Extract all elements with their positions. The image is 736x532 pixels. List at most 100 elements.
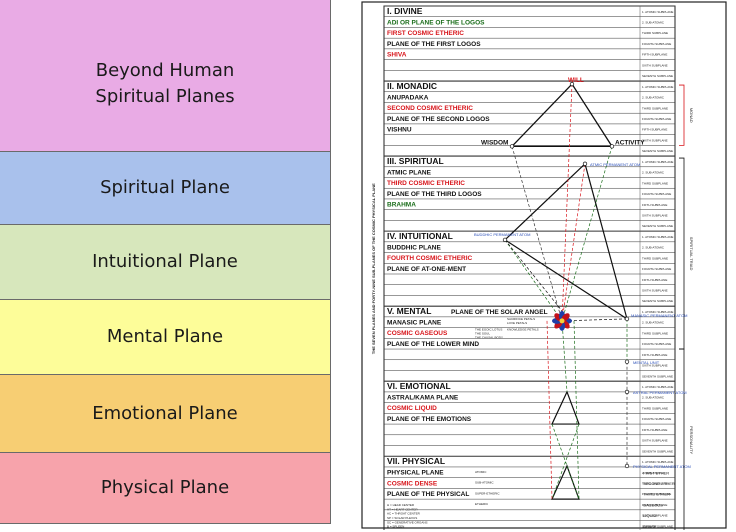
plane-row-label: THIRD COSMIC ETHERIC	[387, 180, 465, 187]
monad-label: MONAD	[689, 108, 694, 123]
band-physical: Physical Plane	[0, 453, 331, 524]
subplane-label: THIRD SUBPLANE	[642, 481, 668, 485]
subplane-label: SIXTH SUBPLANE	[642, 514, 668, 518]
subplane-label: THIRD SUBPLANE	[642, 406, 668, 410]
plane-row-label: SHIVA	[387, 51, 407, 58]
subplane-label: THIRD SUBPLANE	[642, 106, 668, 110]
plane-row-label: ANUPADAKA	[387, 94, 429, 101]
physical-triangle	[551, 464, 580, 500]
section-title: IV. INTUITIONAL	[387, 231, 453, 241]
subplane-label: SEVENTH SUBPLANE	[642, 299, 673, 303]
sub-atomic-label: SUB-ATOMIC	[475, 481, 494, 485]
legend-entry: H = HEAD CENTER	[387, 503, 415, 507]
atmic-atom-label: ATMIC PERMANENT ATOM	[590, 162, 640, 167]
astral-atom-label: ASTRAL PERMANENT ATOM	[633, 390, 687, 395]
subplane-label: THIRD SUBPLANE	[642, 181, 668, 185]
band-mental: Mental Plane	[0, 300, 331, 375]
subplane-label: SEVENTH SUBPLANE	[642, 524, 673, 528]
activity-label: ACTIVITY	[615, 139, 645, 146]
manasic-atom-label: MANASIC PERMANENT ATOM	[631, 313, 687, 318]
connector-line	[511, 146, 563, 321]
plane-row-label: COSMIC GASEOUS	[387, 330, 448, 337]
connector-line	[561, 84, 573, 321]
subplane-label: FOURTH SUBPLANE	[642, 267, 671, 271]
connector-line	[561, 320, 568, 392]
plane-row-label: PHYSICAL PLANE	[387, 470, 444, 477]
legend-entry: HT = HEART CENTER	[387, 507, 418, 511]
subplane-label: FIFTH SUBPLANE	[642, 203, 667, 207]
subplane-label: FIFTH SUBPLANE	[642, 353, 667, 357]
band-label: Beyond Human Spiritual Planes	[95, 59, 235, 107]
connector-line	[546, 320, 553, 500]
plane-row-label: MANASIC PLANE	[387, 319, 442, 326]
atomic-label: ATOMIC	[475, 470, 487, 474]
band-label: Mental Plane	[106, 326, 224, 347]
band-spiritual: Spiritual Plane	[0, 152, 331, 225]
permanent-atom-point	[624, 359, 630, 364]
buddhic-atom-label: BUDDHIC PERMANENT ATOM	[474, 232, 530, 237]
emotional-triangle	[551, 390, 580, 425]
subplane-label: 2. SUB-ATOMIC	[642, 471, 665, 475]
connector-line	[551, 423, 580, 500]
permanent-atom-point	[509, 144, 515, 149]
connector-line	[561, 146, 613, 321]
subplane-label: 2. SUB-ATOMIC	[642, 246, 665, 250]
spiritual-triad-label: SPIRITUAL TRIAD	[689, 237, 694, 271]
plane-row-label: COSMIC DENSE	[387, 480, 438, 487]
subplane-label: SIXTH SUBPLANE	[642, 439, 668, 443]
subplane-label: SEVENTH SUBPLANE	[642, 374, 673, 378]
sacrifice-petals-label: SACRIFICE PETALS	[507, 317, 535, 321]
subplane-label: 1. ATOMIC SUBPLANE	[642, 235, 673, 239]
plane-row-label: COSMIC LIQUID	[387, 405, 437, 412]
knowledge-petals-label: KNOWLEDGE PETALS	[507, 328, 539, 332]
subplane-label: FOURTH SUBPLANE	[642, 117, 671, 121]
subplane-label: SIXTH SUBPLANE	[642, 213, 668, 217]
plane-row-label: PLANE OF THE PHYSICAL	[387, 491, 469, 498]
band-label: Emotional Plane	[92, 402, 238, 424]
plane-bands: Beyond Human Spiritual Planes Spiritual …	[0, 0, 332, 532]
subplane-label: FOURTH SUBPLANE	[642, 417, 671, 421]
legend-entry: SC = GENERATIVE ORGANS	[387, 520, 428, 524]
band-label: Spiritual Plane	[100, 177, 230, 198]
subplane-label: 2. SUB-ATOMIC	[642, 396, 665, 400]
subplane-label: FOURTH SUBPLANE	[642, 492, 671, 496]
subplane-label: FIFTH SUBPLANE	[642, 53, 667, 57]
mental-unit-label: MENTAL UNIT	[633, 360, 660, 365]
subplane-label: SEVENTH SUBPLANE	[642, 74, 673, 78]
subplane-label: THIRD SUBPLANE	[642, 256, 668, 260]
section-title: V. MENTAL	[387, 306, 431, 316]
plane-row-label: BUDDHIC PLANE	[387, 244, 441, 251]
love-petals-label: LOVE PETALS	[507, 321, 527, 325]
permanent-atom-point	[624, 316, 630, 322]
plane-row-label: PLANE OF THE SECOND LOGOS	[387, 116, 490, 123]
personality-label: PERSONALITY	[689, 426, 694, 454]
plane-row-label: PLANE OF THE FIRST LOGOS	[387, 41, 481, 48]
physical-subplane-label: DENSE	[643, 524, 657, 529]
subplane-label: 2. SUB-ATOMIC	[642, 96, 665, 100]
subplane-label: 1. ATOMIC SUBPLANE	[642, 460, 673, 464]
subplane-label: FIFTH SUBPLANE	[642, 428, 667, 432]
causal-body-label: THE CAUSAL BODY	[475, 336, 503, 340]
subplane-label: FIFTH SUBPLANE	[642, 503, 667, 507]
physical-subplane-label: LIQUID	[643, 513, 656, 518]
connector-line	[551, 423, 580, 500]
section-subtitle: PLANE OF THE SOLAR ANGEL	[451, 309, 548, 316]
subplane-label: SEVENTH SUBPLANE	[642, 224, 673, 228]
monadic-triangle	[510, 82, 614, 148]
wisdom-label: WISDOM	[481, 139, 508, 146]
physical-subplane-label: THIRD ETHER	[643, 492, 670, 497]
plane-row-label: VISHNU	[387, 127, 412, 134]
subplane-label: FOURTH SUBPLANE	[642, 42, 671, 46]
plane-row-label: PLANE OF THE THIRD LOGOS	[387, 191, 482, 198]
subplane-label: SEVENTH SUBPLANE	[642, 149, 673, 153]
permanent-atom-point	[569, 81, 575, 87]
plane-row-label: FOURTH COSMIC ETHERIC	[387, 255, 473, 262]
super-etheric-label: SUPER-ETHERIC	[475, 491, 500, 495]
subplane-label: 1. ATOMIC SUBPLANE	[642, 160, 673, 164]
plane-row-label: ATMIC PLANE	[387, 169, 432, 176]
subplane-label: FIFTH SUBPLANE	[642, 128, 667, 132]
seven-planes-diagram: THE SEVEN PLANES AND FORTY-NINE SUB-PLAN…	[357, 0, 729, 530]
subplane-label: 1. ATOMIC SUBPLANE	[642, 385, 673, 389]
subplane-label: 1. ATOMIC SUBPLANE	[642, 10, 673, 14]
plane-row-label: FIRST COSMIC ETHERIC	[387, 30, 464, 37]
